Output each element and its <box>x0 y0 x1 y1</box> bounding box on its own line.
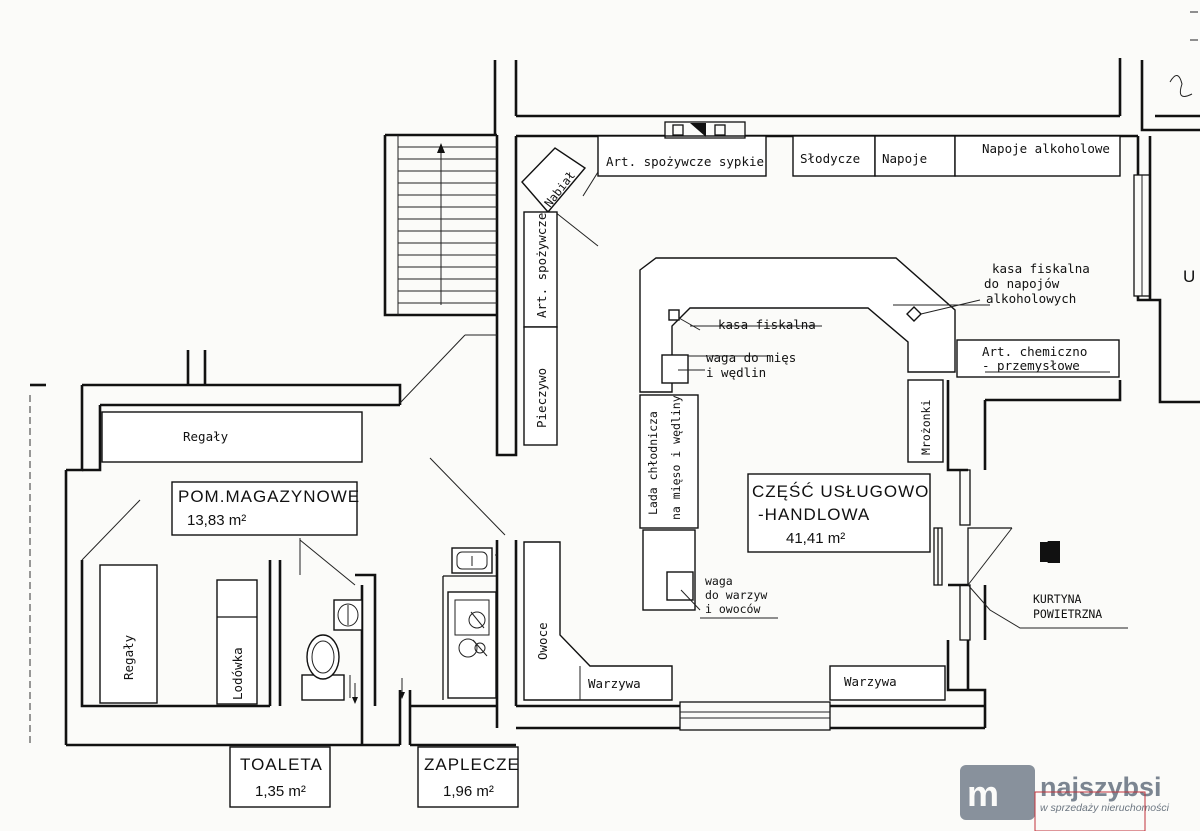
counter-island <box>639 257 981 611</box>
label-napoje-alkoholowe: Napoje alkoholowe <box>982 141 1110 156</box>
room-frame-magazyn <box>171 481 358 536</box>
label-warzywa-1: Warzywa <box>588 676 641 691</box>
shelf-slodycze <box>792 135 876 177</box>
label-warzywa-2: Warzywa <box>844 674 897 689</box>
label-art-chemiczno-2: - przemysłowe <box>982 358 1080 373</box>
label-kurtyna-1: KURTYNA <box>1033 592 1082 606</box>
shelf-pieczywo <box>523 326 558 446</box>
label-art-spozywcze: Art. spożywcze <box>534 213 549 318</box>
label-regaly-1: Regały <box>183 429 229 444</box>
watermark-tagline: w sprzedaży nieruchomości <box>1040 802 1170 814</box>
walls <box>29 58 1200 747</box>
shelf-art-spozywcze <box>523 211 558 328</box>
label-kasa-alk-3: alkoholowych <box>986 291 1076 306</box>
svg-text:m: m <box>967 773 999 814</box>
label-art-chemiczno-1: Art. chemiczno <box>982 344 1087 359</box>
shelf-regaly-top <box>101 411 363 463</box>
shelf-art-chemiczno <box>956 339 1120 378</box>
label-regaly-2: Regały <box>121 634 136 680</box>
label-kasa-alk-1: kasa fiskalna <box>992 261 1090 276</box>
alcohol-register-icon <box>906 306 922 322</box>
room-zaplecze-area: 1,96 m² <box>443 783 494 800</box>
label-lada-2: na mięso i wędliny <box>669 395 683 520</box>
stamp <box>1034 791 1146 831</box>
watermark-logo: m najszybsi w sprzedaży nieruchomości <box>960 765 1170 820</box>
room-toaleta-area: 1,35 m² <box>255 783 306 800</box>
room-magazyn-area: 13,83 m² <box>187 512 246 529</box>
stove-icon <box>447 591 497 699</box>
label-pieczywo: Pieczywo <box>534 368 549 428</box>
label-kurtyna-2: POWIETRZNA <box>1033 607 1102 621</box>
staircase <box>383 133 497 317</box>
label-kasa-alk-2: do napojów <box>984 276 1060 291</box>
toilet-icon <box>301 634 351 701</box>
fridge <box>216 579 258 705</box>
label-slodycze: Słodycze <box>800 151 860 166</box>
label-waga-warzyw-1: waga <box>705 574 733 588</box>
room-sales-name-2: -HANDLOWA <box>758 505 870 524</box>
label-mrozonki: Mrożonki <box>919 400 933 455</box>
meat-scale-icon <box>661 354 689 384</box>
room-frame-sales <box>747 473 931 553</box>
room-sales-area: 41,41 m² <box>786 530 845 547</box>
watermark-brand: najszybsi <box>1040 772 1162 802</box>
label-kasa-fiskalna: kasa fiskalna <box>718 317 816 332</box>
fiscal-register-icon <box>668 309 680 321</box>
label-waga-mies-2: i wędlin <box>706 365 766 380</box>
cooling-counter <box>639 394 699 529</box>
label-waga-warzyw-2: do warzyw <box>705 588 767 602</box>
shelf-art-spozywcze-sypkie <box>597 135 767 177</box>
sink-toilet-icon <box>333 599 363 631</box>
label-waga-warzyw-3: i owoców <box>705 602 760 616</box>
label-lada-1: Lada chłodnicza <box>646 411 660 515</box>
shelf-mrozonki <box>907 379 944 463</box>
label-owoce: Owoce <box>535 622 550 660</box>
room-zaplecze-name: ZAPLECZE <box>424 755 520 774</box>
label-art-spozywcze-sypkie: Art. spożywcze sypkie <box>606 154 764 169</box>
produce-scale-icon <box>666 571 694 601</box>
sink-icon <box>451 547 493 574</box>
shelf-regaly-left <box>99 564 158 704</box>
top-shelves <box>597 121 1121 177</box>
room-toaleta-name: TOALETA <box>240 755 323 774</box>
room-magazyn-name: POM.MAGAZYNOWE <box>178 487 360 506</box>
label-napoje: Napoje <box>882 151 927 166</box>
room-sales-name-1: CZĘŚĆ USŁUGOWO <box>752 482 929 501</box>
shelf-nabial <box>521 147 599 247</box>
shelf-napoje-alkoholowe <box>954 135 1121 177</box>
room-frame-toaleta <box>229 746 331 808</box>
label-lodowka: Lodówka <box>230 647 245 700</box>
edge-letter: U <box>1183 267 1196 286</box>
label-waga-mies-1: waga do mięs <box>706 350 796 365</box>
produce-shelves <box>523 541 946 701</box>
shelf-napoje <box>874 135 956 177</box>
handwriting-mark <box>1169 75 1193 97</box>
room-frame-zaplecze <box>417 746 519 808</box>
